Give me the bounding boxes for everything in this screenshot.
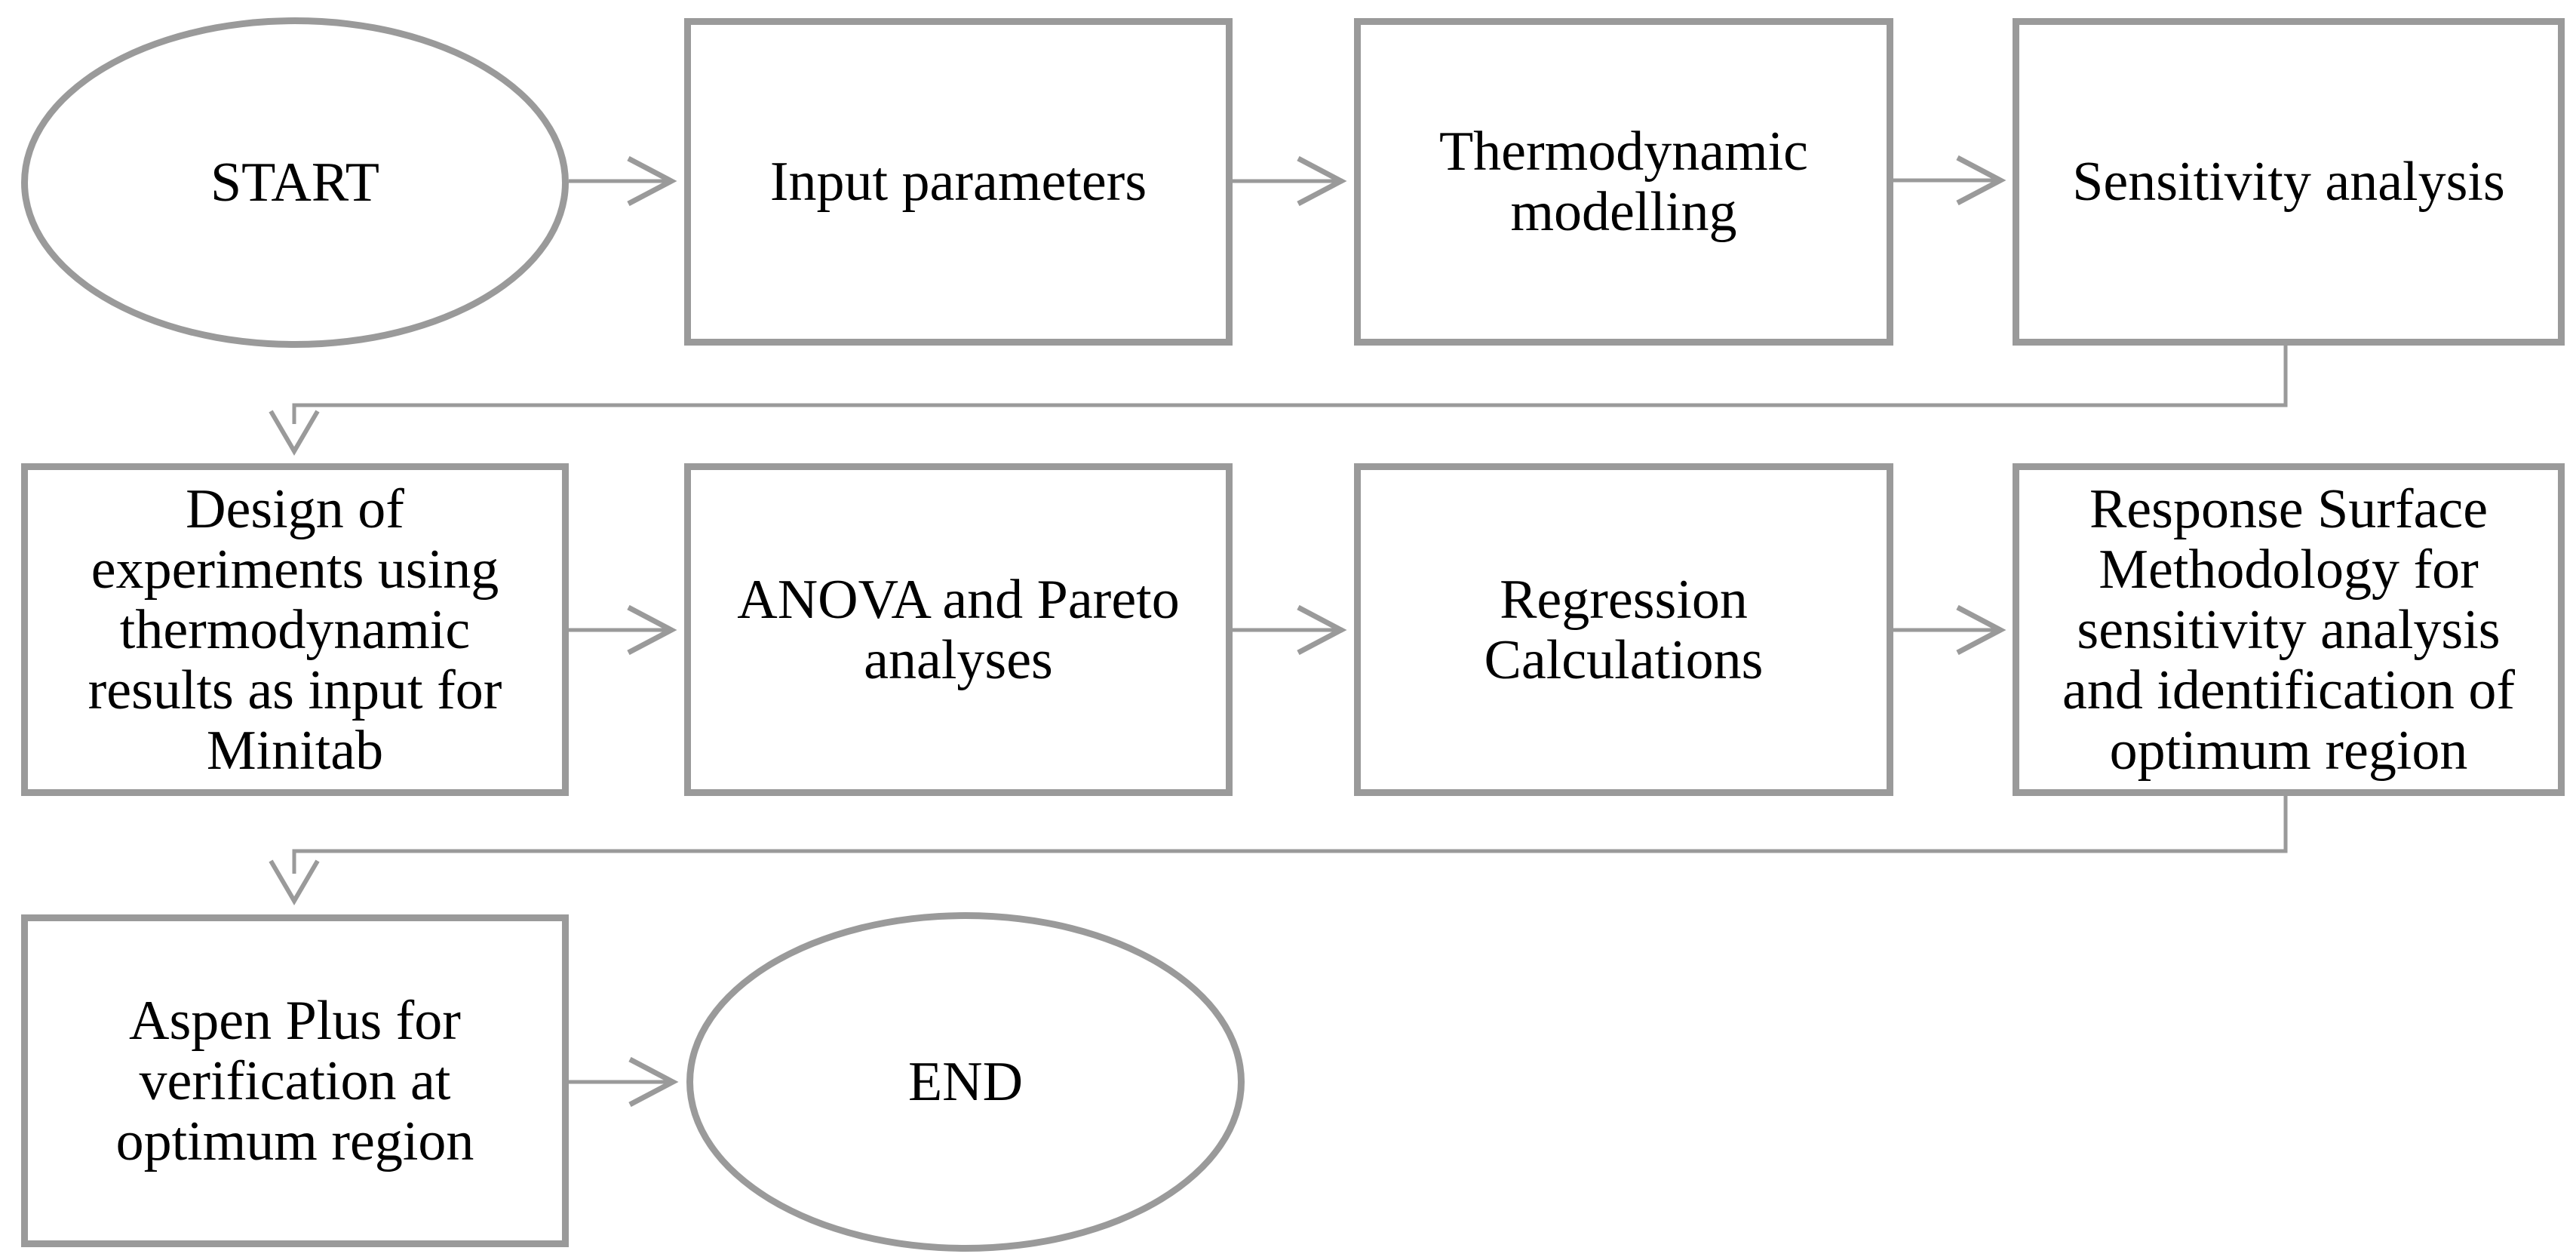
process-sensitivity-analysis: Sensitivity analysis [2013, 18, 2565, 346]
arrow-design-to-anova [569, 604, 677, 656]
arrow-regression-to-response [1893, 604, 2006, 656]
process-thermodynamic-modelling: Thermodynamic modelling [1354, 18, 1893, 346]
process-regression-calculations: Regression Calculations [1354, 463, 1893, 796]
arrow-aspen-to-end [569, 1056, 679, 1108]
thermodynamic-modelling-label: Thermodynamic modelling [1438, 121, 1809, 243]
aspen-plus-verification-label: Aspen Plus for verification at optimum r… [115, 989, 474, 1172]
connector-sensitivity-to-design [269, 346, 2288, 456]
arrow-input-to-thermodynamic [1233, 155, 1347, 207]
end-label: END [907, 1051, 1024, 1113]
design-of-experiments-label: Design of experiments using thermodynami… [88, 478, 502, 782]
process-aspen-plus-verification: Aspen Plus for verification at optimum r… [21, 914, 569, 1247]
process-input-parameters: Input parameters [684, 18, 1233, 346]
arrow-start-to-input [569, 155, 677, 207]
end-terminator: END [686, 912, 1245, 1252]
sensitivity-analysis-label: Sensitivity analysis [2072, 151, 2505, 213]
regression-calculations-label: Regression Calculations [1484, 568, 1764, 691]
process-anova-pareto-analyses: ANOVA and Pareto analyses [684, 463, 1233, 796]
arrow-thermodynamic-to-sensitivity [1893, 155, 2006, 206]
anova-pareto-analyses-label: ANOVA and Pareto analyses [737, 568, 1180, 691]
arrow-anova-to-regression [1233, 604, 1347, 656]
input-parameters-label: Input parameters [769, 151, 1147, 213]
connector-response-to-aspen [269, 796, 2288, 905]
process-design-of-experiments: Design of experiments using thermodynami… [21, 463, 569, 796]
start-terminator: START [21, 17, 569, 348]
response-surface-methodology-label: Response Surface Methodology for sensiti… [2062, 478, 2516, 782]
start-label: START [210, 152, 379, 214]
process-response-surface-methodology: Response Surface Methodology for sensiti… [2013, 463, 2565, 796]
